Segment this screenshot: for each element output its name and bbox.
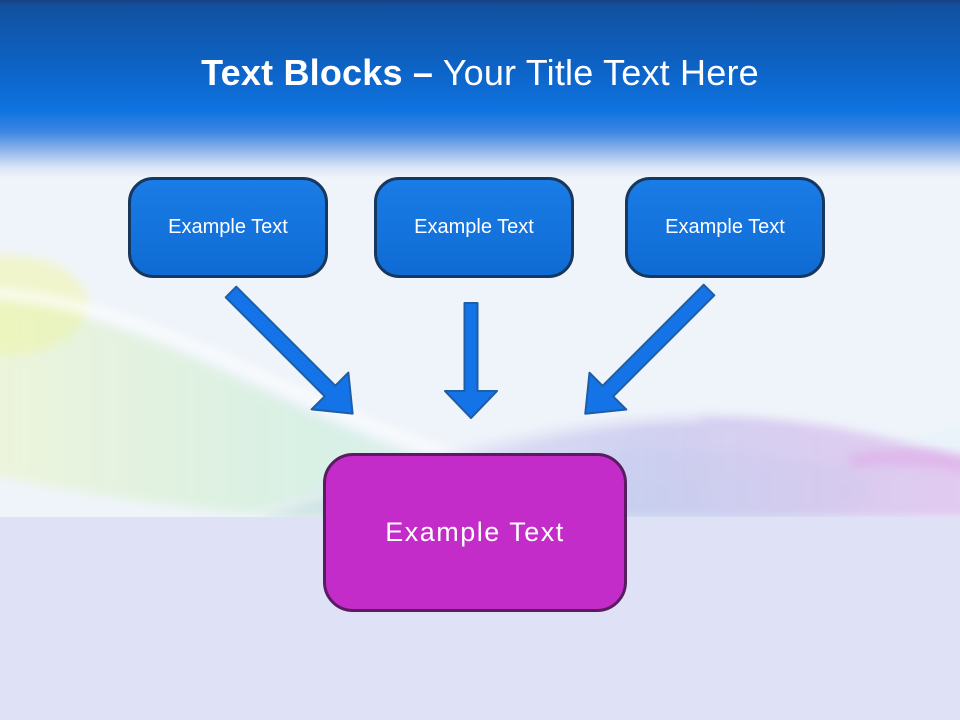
text-block-2: Example Text <box>374 177 574 278</box>
text-block-1: Example Text <box>128 177 328 278</box>
arrow-down-left-icon <box>584 283 716 415</box>
arrow-down-icon <box>444 302 498 419</box>
header-band <box>0 0 960 178</box>
arrow-down-right-icon <box>224 285 354 415</box>
text-block-3: Example Text <box>625 177 825 278</box>
title-text-regular: Your Title Text Here <box>442 52 759 93</box>
wave-pink-streak <box>850 450 960 471</box>
wave-yellow-glow <box>0 255 88 355</box>
target-block-label: Example Text <box>385 517 565 547</box>
slide-title: Text Blocks – Your Title Text Here <box>0 52 960 94</box>
text-block-2-label: Example Text <box>414 216 534 238</box>
target-block: Example Text <box>323 453 627 612</box>
wave-white-highlight-1 <box>0 288 521 477</box>
title-text-bold: Text Blocks – <box>201 52 434 93</box>
text-block-3-label: Example Text <box>665 216 785 238</box>
text-block-1-label: Example Text <box>168 216 288 238</box>
